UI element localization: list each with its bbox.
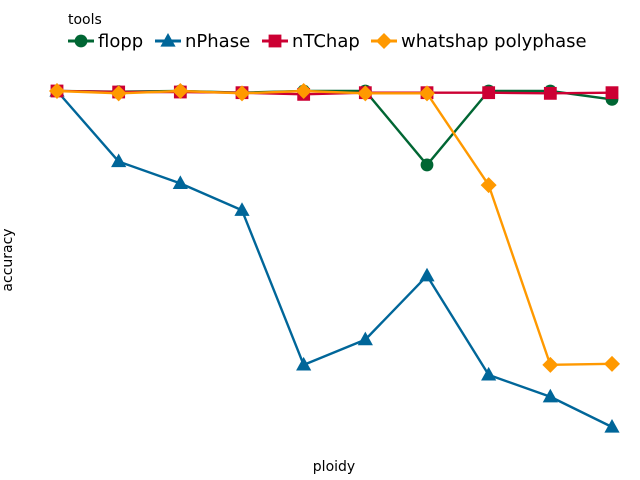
data-point — [296, 356, 312, 371]
data-point — [419, 267, 435, 282]
data-point — [420, 158, 434, 172]
series-whatshap-polyphase — [49, 83, 620, 373]
legend: tools flopp nPhase nTChap whatshap polyphas… — [68, 12, 587, 52]
data-point — [357, 331, 373, 346]
legend-label: flopp — [98, 31, 143, 52]
legend-title: tools — [68, 12, 102, 28]
data-point — [605, 86, 619, 100]
series-flopp — [50, 84, 619, 172]
data-point — [480, 177, 497, 194]
data-point — [419, 85, 435, 102]
data-point — [481, 366, 497, 381]
x-axis-label: ploidy — [313, 459, 355, 475]
data-point — [295, 83, 312, 99]
legend-marker — [160, 33, 176, 47]
data-point — [49, 83, 65, 99]
data-point — [110, 85, 127, 102]
data-point — [542, 356, 559, 373]
data-point — [111, 153, 127, 168]
data-point — [357, 85, 374, 102]
data-point — [234, 85, 250, 102]
data-point — [543, 86, 557, 100]
data-point — [172, 83, 189, 99]
data-point — [482, 86, 496, 100]
legend-item: flopp — [68, 31, 143, 52]
series-nphase — [49, 83, 620, 433]
data-point — [172, 175, 188, 189]
legend-label: nPhase — [185, 31, 250, 52]
legend-item: nPhase — [155, 31, 250, 52]
legend-marker — [376, 33, 392, 49]
legend-marker — [268, 34, 282, 48]
series-line — [56, 90, 613, 429]
data-point — [234, 202, 250, 216]
legend-item: nTChap — [262, 31, 360, 52]
data-point — [542, 388, 558, 403]
plot-area — [49, 83, 620, 433]
legend-label: whatshap polyphase — [401, 31, 587, 52]
series-line — [56, 89, 613, 367]
legend-marker — [74, 34, 88, 48]
legend-item: whatshap polyphase — [371, 31, 587, 52]
legend-label: nTChap — [292, 31, 360, 52]
series-line — [56, 89, 613, 167]
y-axis-label: accuracy — [0, 228, 16, 291]
data-point — [604, 355, 620, 372]
data-point — [604, 419, 620, 433]
